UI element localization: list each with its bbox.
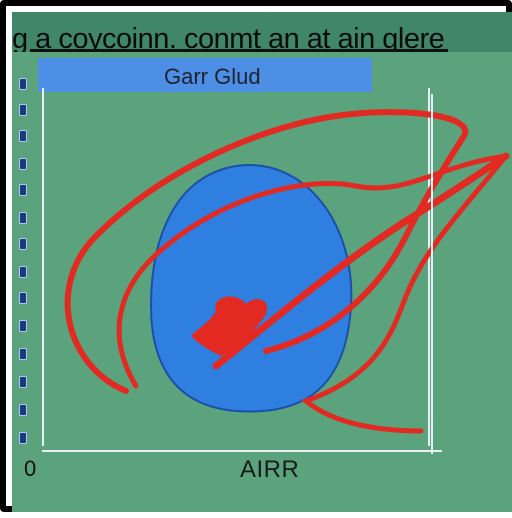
y-tick-marker-icon (19, 292, 27, 304)
red-inner-loop (116, 153, 509, 389)
y-tick-marker-icon (19, 266, 27, 278)
x-axis-label: AIRR (240, 456, 300, 483)
y-tick-marker-icon (19, 432, 27, 444)
red-loop-curve (64, 109, 469, 394)
header-band: ɡ a coycoinn. conmt an at ain glere (12, 12, 512, 55)
y-tick-marker-icon (19, 238, 27, 250)
y-tick-marker-icon (19, 348, 27, 360)
y-tick-marker-icon (19, 404, 27, 416)
origin-label: 0 (24, 456, 37, 481)
y-tick-marker-icon (19, 184, 27, 196)
y-tick-marker-icon (19, 130, 27, 142)
y-axis-markers (16, 78, 34, 444)
red-outer-right-curve (301, 153, 509, 434)
y-tick-marker-icon (19, 104, 27, 116)
y-tick-marker-icon (19, 376, 27, 388)
legend-bar-label: Garr Glud (164, 64, 261, 89)
blob-and-curve-drawing (64, 94, 510, 454)
x-axis-line (42, 450, 442, 452)
legend-bar: Garr Glud (38, 58, 372, 92)
red-diagonal-arrow (212, 152, 510, 370)
y-tick-marker-icon (19, 158, 27, 170)
title-underline (30, 49, 448, 52)
y-tick-marker-icon (19, 320, 27, 332)
red-leaf-shape (191, 296, 268, 356)
plot-area (42, 88, 430, 446)
y-tick-marker-icon (19, 78, 27, 90)
bottom-strip (12, 492, 512, 512)
y-tick-marker-icon (19, 212, 27, 224)
blue-blob (149, 164, 353, 413)
